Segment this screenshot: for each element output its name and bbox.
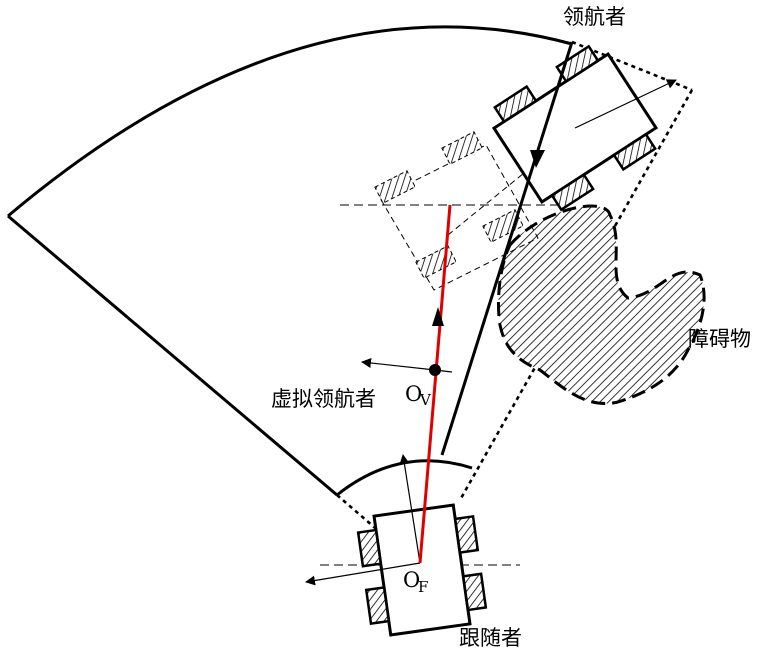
ov-lateral-arrow [361,358,436,371]
virtual-robot-body [379,144,539,291]
sensing-sector-left-edge [7,214,338,497]
ov-label: O [405,382,422,406]
obstacle-label: 障碍物 [688,327,751,351]
virtual-leader-label: 虚拟领航者 [271,387,376,411]
obstacle-shape [497,204,706,405]
ov-heading-arrow [434,369,453,373]
leader-label: 领航者 [563,5,626,29]
virtual-path-line [418,204,452,564]
follower-lateral-arrow [305,562,421,586]
leader-heading-arrow [574,79,677,129]
ov-label-sub: V [419,391,432,409]
sight-line-arrowhead [530,150,545,168]
virtual-path-arrowhead [432,307,444,326]
sensing-sector-arc [7,25,573,218]
leader-sight-line [440,41,574,456]
sensing-sector [7,25,573,497]
follower-robot [305,454,488,637]
follower-robot-body [372,503,472,637]
leader-robot [491,44,677,212]
follower-label: 跟随者 [459,626,522,650]
of-label: O [403,568,420,592]
of-label-sub: F [418,578,428,596]
follower-heading-arrow [399,454,421,564]
